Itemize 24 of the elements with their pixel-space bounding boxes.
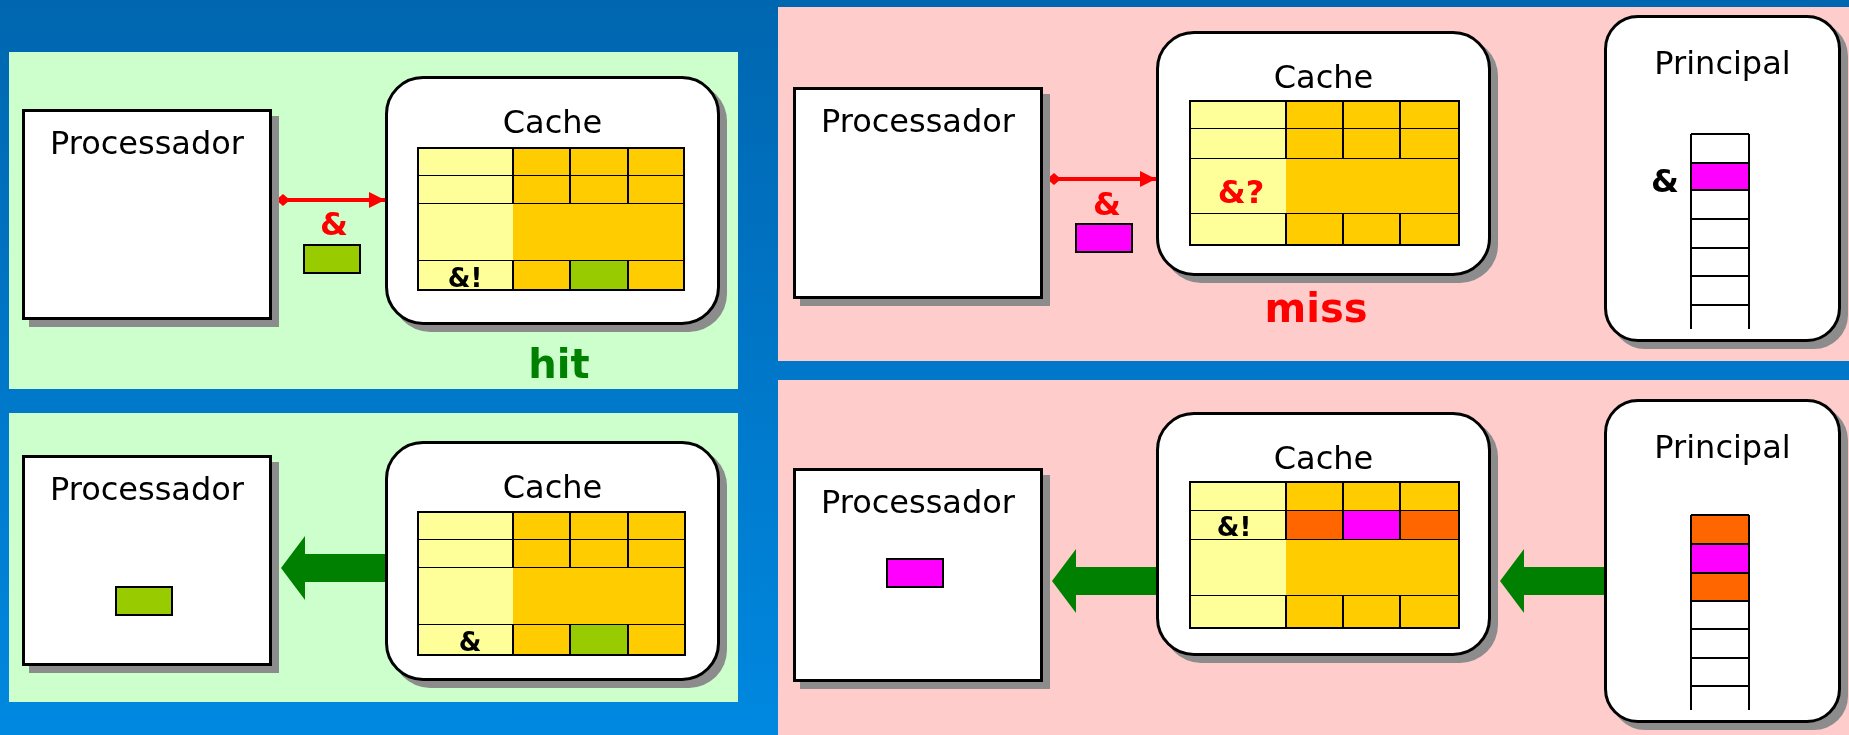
cell-text: &? [1217,175,1265,211]
box-title: Processador [819,102,1016,141]
box-title: Cache [501,468,604,507]
cell-text: &! [447,263,483,293]
arrow [276,192,385,208]
box-title: Principal [1653,44,1792,83]
edge-label: & [320,207,348,243]
box-title: Cache [1272,439,1375,478]
arrow [1052,549,1156,613]
box-title: Cache [1272,58,1375,97]
edge-label: & [1093,187,1121,223]
box-title: Processador [819,483,1016,522]
address-label: & [1651,164,1679,200]
result-label: hit [528,342,590,386]
result-label: miss [1264,286,1368,330]
arrow [1047,171,1156,187]
cell-text: &! [1216,512,1252,542]
box-title: Processador [48,124,245,163]
cell-text: & [458,627,482,657]
arrow [1500,549,1604,613]
box-title: Processador [48,470,245,509]
box-title: Cache [501,103,604,142]
arrow [281,536,385,600]
box-title: Principal [1653,428,1792,467]
